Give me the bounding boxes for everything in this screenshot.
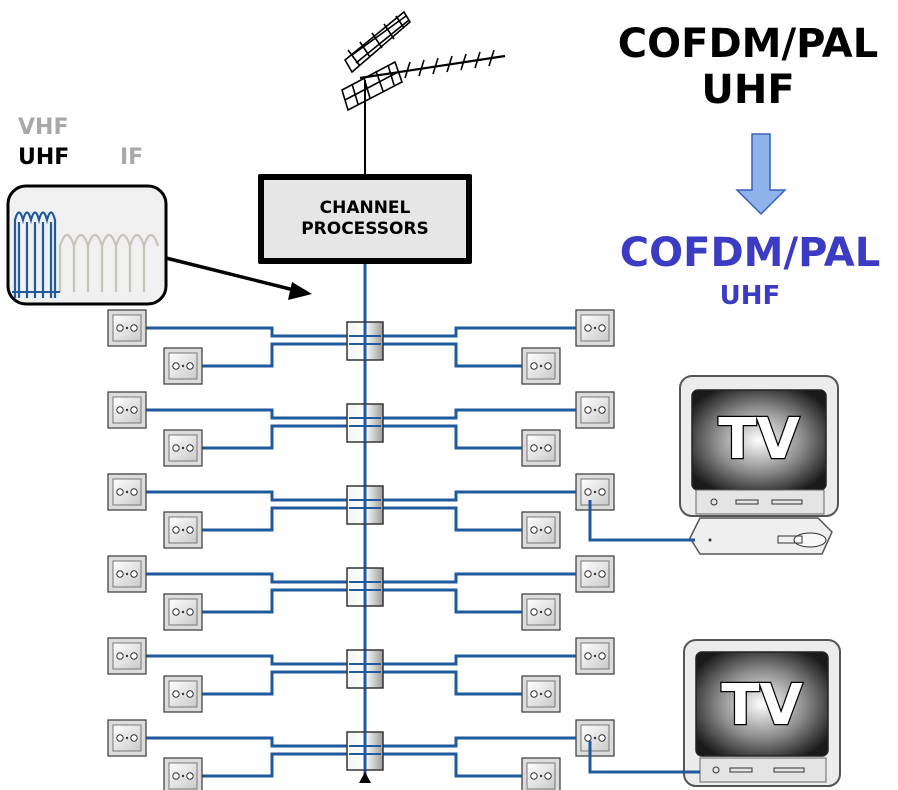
channel-processor-box: CHANNEL PROCESSORS (258, 174, 472, 264)
cable-left-lower (202, 670, 350, 696)
cable-left-upper (146, 408, 350, 420)
wall-outlet-left-upper (107, 637, 147, 675)
uhf-label: UHF (18, 145, 70, 170)
cable-right-upper (380, 654, 576, 666)
floor-5 (146, 649, 576, 696)
cable-right-upper (380, 408, 576, 420)
wall-outlet-left-lower (163, 675, 203, 713)
if-spectrum-channels (58, 233, 160, 292)
wall-outlet-right-upper (575, 555, 615, 593)
splitter-2 (346, 403, 384, 443)
wall-outlet-right-lower (521, 593, 561, 631)
floor-2 (146, 403, 576, 450)
trunk-terminator (359, 772, 371, 783)
wall-outlet-right-upper (575, 473, 615, 511)
wall-outlet-left-lower (163, 511, 203, 549)
uhf-spectrum-channels (13, 211, 57, 298)
cable-left-lower (202, 342, 350, 368)
splitter-1 (346, 321, 384, 361)
floor-1 (146, 321, 576, 368)
cable-left-upper (146, 490, 350, 502)
cable-right-upper (380, 572, 576, 584)
tv-receiver-2: TV (683, 639, 841, 787)
wall-outlet-right-lower (521, 675, 561, 713)
cable-right-upper (380, 490, 576, 502)
output-band-label: UHF (719, 281, 781, 311)
cable-left-upper (146, 654, 350, 666)
antenna-icon (341, 10, 506, 174)
wall-outlet-right-lower (521, 347, 561, 385)
wall-outlet-left-upper (107, 309, 147, 347)
cable-left-lower (202, 588, 350, 614)
wall-outlet-left-lower (163, 757, 203, 790)
cable-right-lower (380, 752, 522, 778)
wall-outlet-right-upper (575, 309, 615, 347)
cable-left-lower (202, 752, 350, 778)
tv-logo-2: TV (721, 673, 803, 738)
spectrum-panel (6, 184, 168, 306)
if-label: IF (120, 145, 144, 170)
wall-outlet-right-lower (521, 757, 561, 790)
wall-outlet-right-upper (575, 391, 615, 429)
cable-left-lower (202, 424, 350, 450)
tv-cable-1 (588, 500, 695, 542)
wall-outlet-left-lower (163, 429, 203, 467)
wall-outlet-left-lower (163, 347, 203, 385)
tv-logo-1: TV (718, 407, 800, 472)
wall-outlet-left-lower (163, 593, 203, 631)
splitter-3 (346, 485, 384, 525)
output-format-label: COFDM/PAL (619, 230, 881, 276)
cable-left-lower (202, 506, 350, 532)
splitter-6 (346, 731, 384, 771)
tv-receiver-1: TV (679, 375, 839, 555)
splitter-4 (346, 567, 384, 607)
input-band-label: UHF (701, 67, 795, 113)
cable-right-lower (380, 670, 522, 696)
cable-left-upper (146, 572, 350, 584)
vhf-label: VHF (18, 115, 69, 140)
splitter-5 (346, 649, 384, 689)
cable-left-upper (146, 326, 350, 338)
input-format-label: COFDM/PAL (617, 21, 879, 67)
cable-right-lower (380, 506, 522, 532)
processor-label-line1: CHANNEL (319, 198, 411, 218)
floor-6 (146, 731, 576, 778)
wall-outlet-left-upper (107, 391, 147, 429)
cable-right-upper (380, 326, 576, 338)
tv-cable-2 (588, 741, 700, 774)
processor-label-line2: PROCESSORS (301, 219, 429, 239)
cable-right-lower (380, 342, 522, 368)
floor-4 (146, 567, 576, 614)
pointer-arrow (165, 256, 312, 300)
wall-outlet-right-lower (521, 511, 561, 549)
cable-right-lower (380, 588, 522, 614)
floor-3 (146, 485, 576, 532)
cable-right-lower (380, 424, 522, 450)
cable-right-upper (380, 736, 576, 748)
wall-outlet-left-upper (107, 719, 147, 757)
wall-outlet-right-upper (575, 637, 615, 675)
wall-outlet-right-upper (575, 719, 615, 757)
wall-outlet-right-lower (521, 429, 561, 467)
wall-outlet-left-upper (107, 555, 147, 593)
cable-left-upper (146, 736, 350, 748)
wall-outlet-left-upper (107, 473, 147, 511)
conversion-down-arrow (735, 133, 787, 216)
